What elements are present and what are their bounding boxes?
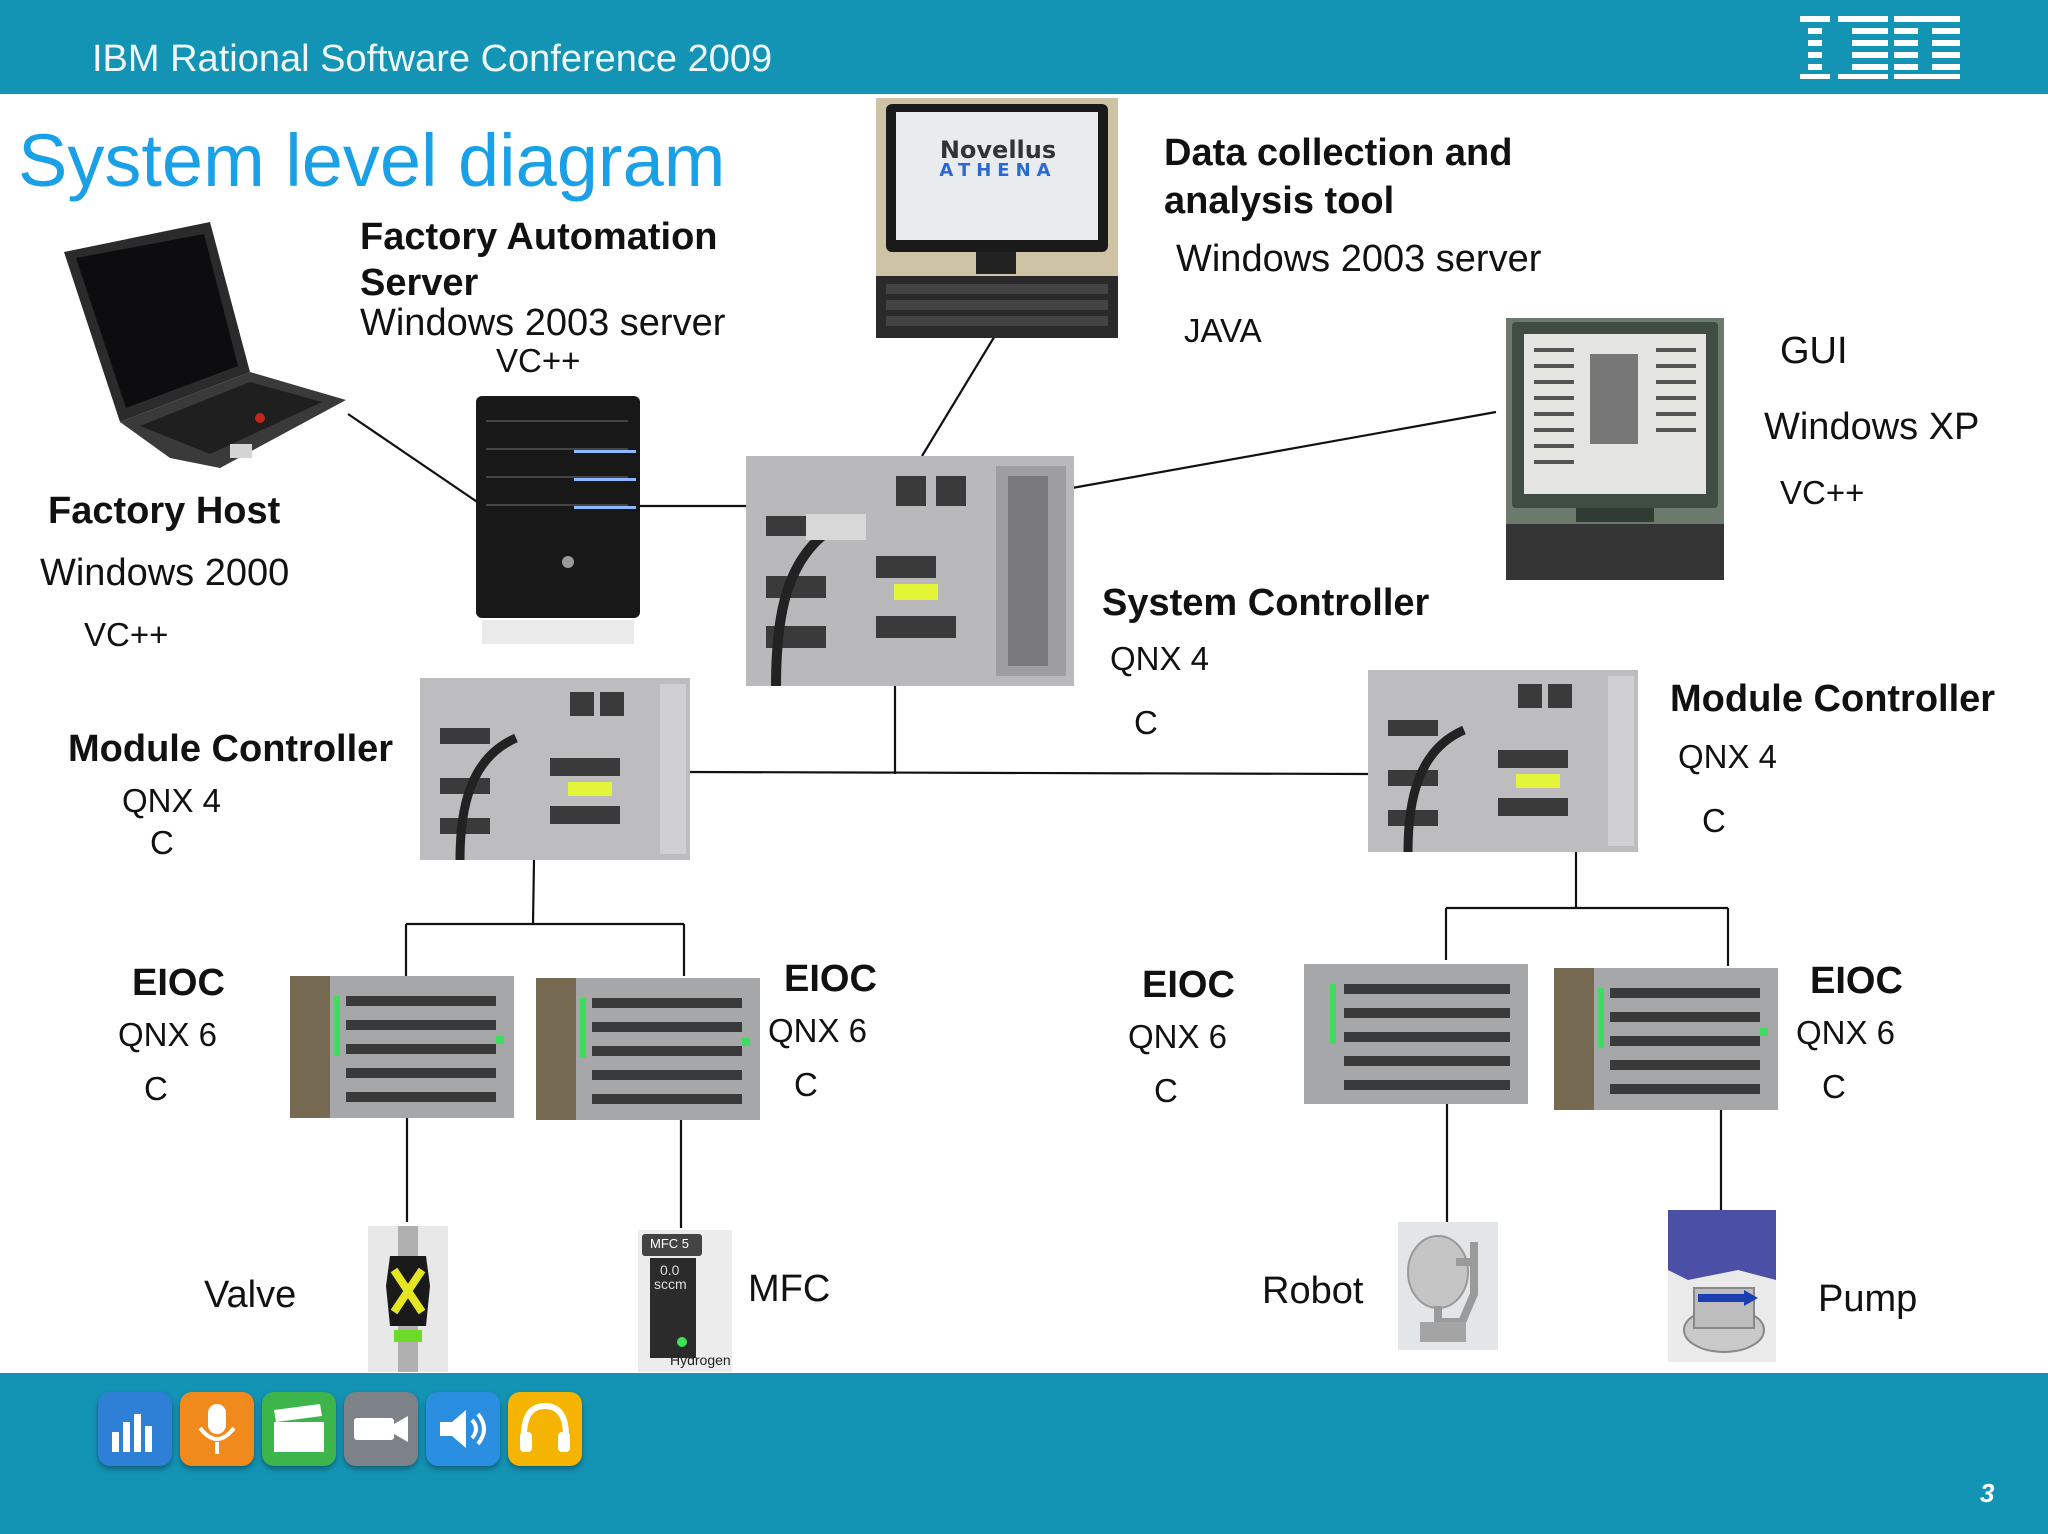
module-controller-right-name: Module Controller [1670, 678, 1996, 720]
footer-bar [0, 1373, 2048, 1534]
pump-icon [1668, 1210, 1776, 1362]
conference-title: IBM Rational Software Conference 2009 [92, 38, 773, 80]
robot-label: Robot [1262, 1270, 1364, 1312]
system-controller-name: System Controller [1102, 582, 1430, 624]
eioc-board-3 [1304, 964, 1528, 1104]
module-controller-right-lang: C [1702, 802, 1726, 839]
factory-host-os: Windows 2000 [40, 552, 290, 594]
factory-host-name: Factory Host [48, 490, 281, 532]
eioc-4-os: QNX 6 [1796, 1014, 1896, 1051]
eioc-1-os: QNX 6 [118, 1016, 218, 1053]
server-tower-icon [476, 396, 640, 644]
pump-label: Pump [1818, 1278, 1918, 1320]
microphone-icon[interactable] [180, 1392, 254, 1466]
module-controller-left-name: Module Controller [68, 728, 394, 770]
factory-host-lang: VC++ [84, 616, 169, 653]
eioc-1-lang: C [144, 1070, 168, 1107]
eioc-3-lang: C [1154, 1072, 1178, 1109]
valve-label: Valve [204, 1274, 297, 1316]
monitor-keyboard-icon [876, 98, 1118, 338]
fas-lang: VC++ [496, 342, 581, 379]
data-collection-name-line1: Data collection and [1164, 132, 1513, 174]
ibm-logo [1800, 14, 1960, 80]
eioc-board-4 [1554, 968, 1778, 1110]
eioc-1-name: EIOC [132, 962, 225, 1004]
eioc-2-name: EIOC [784, 958, 877, 1000]
mfc-gas: Hydrogen [670, 1352, 731, 1368]
laptop-icon [64, 222, 346, 468]
valve-icon [368, 1226, 448, 1372]
page-number: 3 [1980, 1478, 1995, 1508]
eioc-board-2 [536, 978, 760, 1120]
module-controller-right-chassis [1368, 670, 1638, 852]
data-collection-os: Windows 2003 server [1176, 238, 1542, 280]
eioc-3-name: EIOC [1142, 964, 1235, 1006]
system-controller-lang: C [1134, 704, 1158, 741]
mfc-unit: sccm [654, 1276, 687, 1292]
clapperboard-icon[interactable] [262, 1392, 336, 1466]
system-controller-os: QNX 4 [1110, 640, 1210, 677]
eioc-2-os: QNX 6 [768, 1012, 868, 1049]
fas-name-line1: Factory Automation [360, 216, 718, 258]
page-title: System level diagram [18, 119, 726, 202]
eioc-3-os: QNX 6 [1128, 1018, 1228, 1055]
data-collection-lang: JAVA [1184, 312, 1262, 349]
screen-brand: Novellus [939, 136, 1057, 164]
eioc-4-lang: C [1822, 1068, 1846, 1105]
data-collection-name-line2: analysis tool [1164, 180, 1395, 222]
mfc-icon [638, 1230, 732, 1372]
gui-lang: VC++ [1780, 474, 1865, 511]
headphones-icon[interactable] [508, 1392, 582, 1466]
screen-product: ATHENA [939, 160, 1057, 181]
module-controller-right-os: QNX 4 [1678, 738, 1778, 775]
eioc-2-lang: C [794, 1066, 818, 1103]
system-controller-chassis [746, 456, 1074, 686]
fas-name-line2: Server [360, 262, 479, 304]
mfc-label: MFC [748, 1268, 831, 1310]
mfc-reading: 0.0 [660, 1262, 680, 1278]
robot-icon [1398, 1222, 1498, 1350]
speaker-icon[interactable] [426, 1392, 500, 1466]
module-controller-left-chassis [420, 678, 690, 860]
module-controller-left-os: QNX 4 [122, 782, 222, 819]
eioc-4-name: EIOC [1810, 960, 1903, 1002]
chart-icon[interactable] [98, 1392, 172, 1466]
module-controller-left-lang: C [150, 824, 174, 861]
fas-os: Windows 2003 server [360, 302, 726, 344]
video-camera-icon[interactable] [344, 1392, 418, 1466]
eioc-board-1 [290, 976, 514, 1118]
gui-monitor-icon [1506, 318, 1724, 580]
gui-name: GUI [1780, 330, 1848, 372]
header-bar [0, 0, 2048, 94]
gui-os: Windows XP [1764, 406, 1980, 448]
mfc-badge: MFC 5 [650, 1236, 689, 1251]
